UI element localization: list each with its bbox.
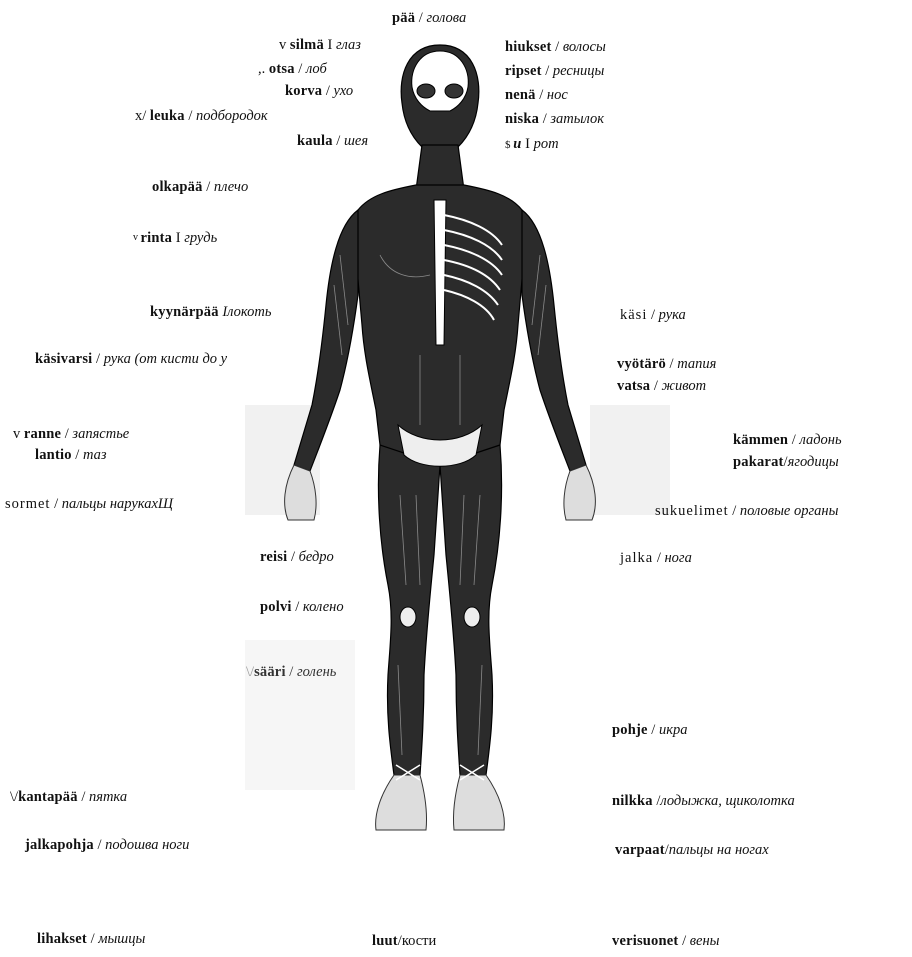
label-elbow: kyynärpää Iлокоть: [150, 303, 271, 321]
label-nape: niska / затылок: [505, 110, 604, 128]
label-head: pää / голова: [392, 9, 466, 27]
label-hair: hiukset / волосы: [505, 38, 606, 56]
label-bones: luut/кости: [372, 932, 436, 950]
label-sole: jalkapohja / подошва ноги: [25, 836, 189, 854]
right-foot-shape: [453, 775, 504, 830]
skull-highlight: [412, 51, 469, 111]
label-knee: polvi / колено: [260, 598, 344, 616]
label-pelvis: lantio / таз: [35, 446, 107, 464]
label-palm: kämmen / ладонь: [733, 431, 842, 449]
left-arm-shape: [294, 210, 358, 471]
sternum-highlight: [434, 200, 446, 345]
label-forearm: käsivarsi / рука (от кисти до у: [35, 350, 227, 368]
label-calf: pohje / икра: [612, 721, 687, 739]
label-forehead: ,. otsa / лоб: [258, 60, 327, 78]
label-eye: v silmä I глаз: [279, 36, 361, 54]
label-muscles: lihakset / мышцы: [37, 930, 145, 948]
left-hand-shape: [285, 465, 316, 520]
label-neck: kaula / шея: [297, 132, 368, 150]
label-waist: vyötärö / тапия: [617, 355, 716, 373]
label-chin: x/ leuka / подбородок: [135, 107, 268, 125]
label-toes: varpaat/пальцы на ногах: [615, 841, 769, 859]
label-mouth: $ u I рот: [505, 135, 559, 154]
label-chest: v rinta I грудь: [133, 229, 217, 247]
neck-shape: [416, 145, 464, 190]
label-eyelashes: ripset / ресницы: [505, 62, 604, 80]
label-thigh: reisi / бедро: [260, 548, 334, 566]
left-foot-shape: [376, 775, 427, 830]
right-hand-shape: [564, 465, 595, 520]
muscular-body-illustration: [230, 25, 650, 855]
label-shoulder: olkapää / плечо: [152, 178, 248, 196]
label-fingers: sormet / пальцы нарукахЩ: [5, 495, 173, 513]
label-hand: käsi / рука: [620, 306, 686, 324]
label-buttocks: pakarat/ягодицы: [733, 453, 839, 471]
label-wrist: v ranne / запястье: [13, 425, 129, 443]
label-ankle: nilkka /лодыжка, щиколотка: [612, 792, 795, 810]
label-heel: \/kantapää / пятка: [10, 788, 127, 806]
label-nose: nenä / нос: [505, 86, 568, 104]
label-veins: verisuonet / вены: [612, 932, 719, 950]
label-genitals: sukuelimet / половые органы: [655, 502, 838, 520]
label-shin: \/sääri / голень: [246, 663, 336, 681]
label-leg: jalka / нога: [620, 549, 692, 567]
right-arm-shape: [522, 210, 586, 471]
label-belly: vatsa / живот: [617, 377, 706, 395]
label-ear: korva / ухо: [285, 82, 353, 100]
